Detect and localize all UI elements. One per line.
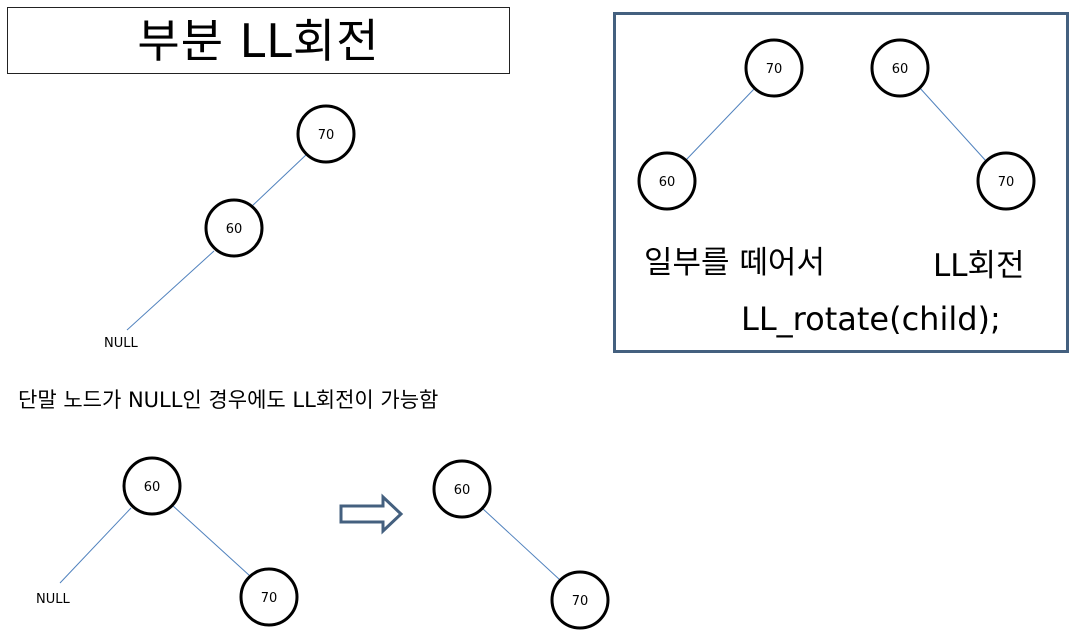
edge-70-60 <box>250 153 308 208</box>
inset-panel: 일부를 떼어서 LL회전 LL_rotate(child); <box>613 12 1069 353</box>
node-70: 70 <box>296 104 356 164</box>
title-box: 부분 LL회전 <box>7 7 510 74</box>
node-60: 60 <box>432 459 492 519</box>
page-title: 부분 LL회전 <box>137 13 380 68</box>
node-label: 60 <box>144 480 161 495</box>
inset-caption-detach: 일부를 떼어서 <box>644 245 825 281</box>
block-right-arrow-icon <box>339 493 404 535</box>
node-70: 70 <box>239 567 299 627</box>
edge-60-70 <box>171 504 251 577</box>
note-text: 단말 노드가 NULL인 경우에도 LL회전이 가능함 <box>18 388 439 412</box>
node-60: 60 <box>122 456 182 516</box>
inset-caption-code: LL_rotate(child); <box>741 300 1001 338</box>
bottom-tree-before: 60 70 NULL <box>36 456 299 627</box>
node-70: 70 <box>550 570 610 630</box>
node-60: 60 <box>204 198 264 258</box>
node-label: 60 <box>454 483 471 498</box>
null-label: NULL <box>104 336 138 351</box>
node-label: 60 <box>226 222 243 237</box>
top-tree: 70 60 NULL <box>104 104 356 351</box>
node-label: 70 <box>572 594 589 609</box>
inset-caption-ll-rotation: LL회전 <box>933 248 1025 284</box>
node-label: 70 <box>318 128 335 143</box>
null-label: NULL <box>36 592 70 607</box>
edge-60-null <box>126 250 215 331</box>
bottom-tree-after: 60 70 <box>432 459 610 630</box>
edge-60-null <box>59 507 132 584</box>
edge-60-70 <box>481 507 561 581</box>
node-label: 70 <box>261 591 278 606</box>
